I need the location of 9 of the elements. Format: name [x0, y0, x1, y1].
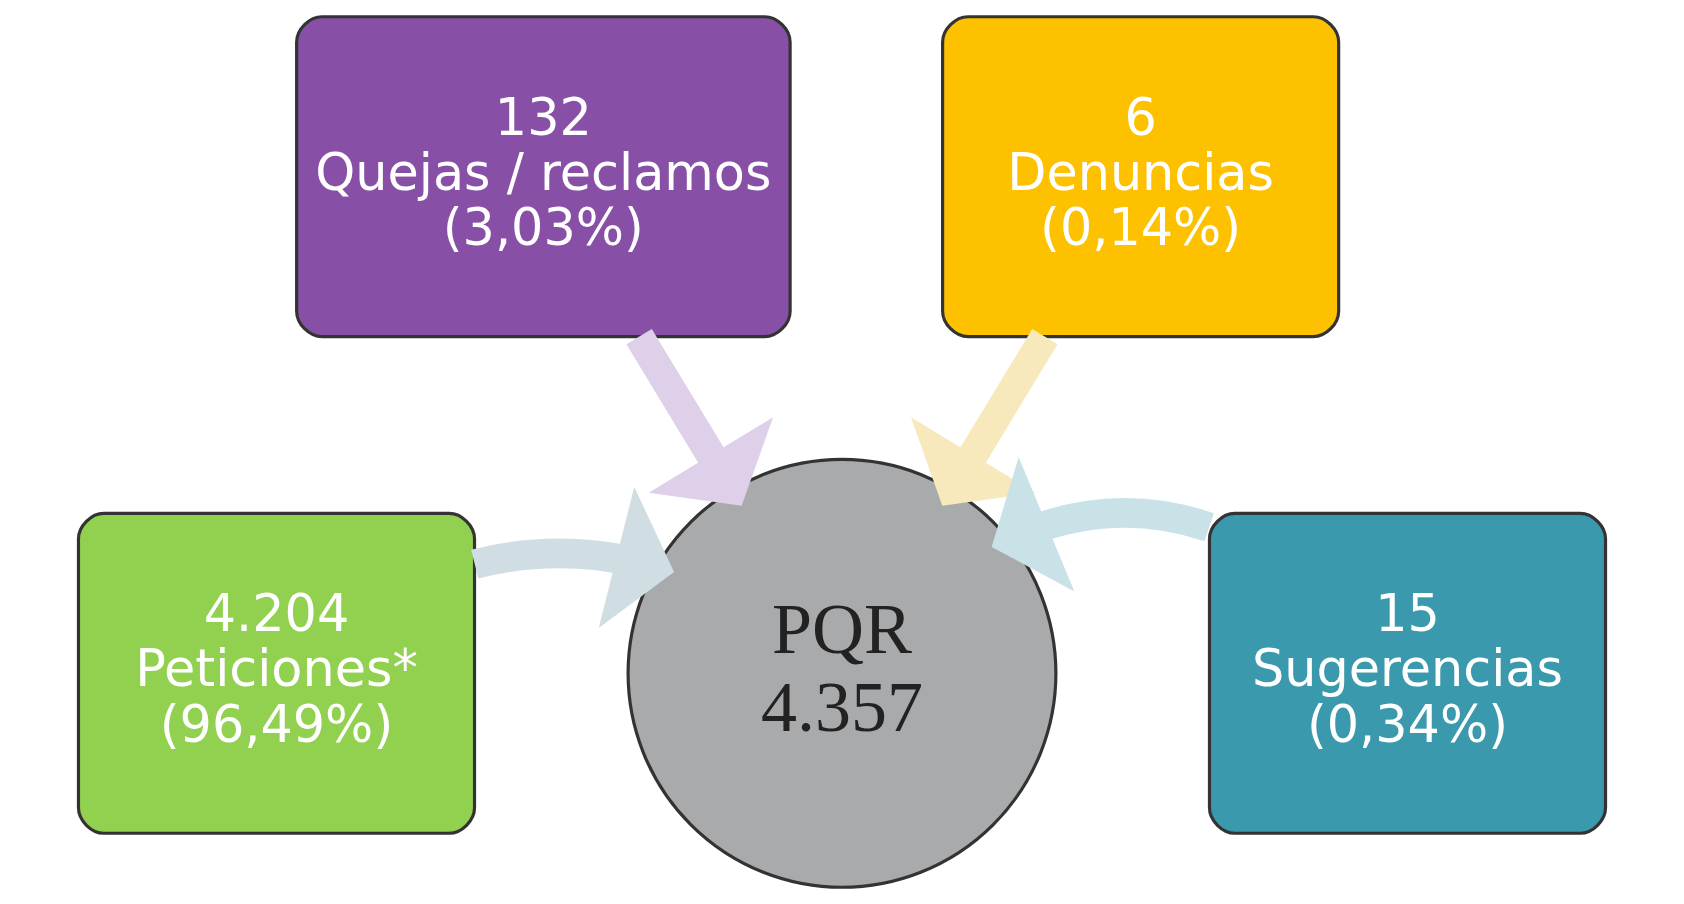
arrow — [991, 457, 1214, 592]
arrow — [471, 486, 675, 628]
node-box: 4.204 Peticiones* (96,49%) — [76, 511, 477, 835]
node-box: 6 Denuncias (0,14%) — [941, 15, 1341, 339]
arrow — [626, 328, 774, 506]
node-box: 15 Sugerencias (0,34%) — [1207, 511, 1608, 835]
node-circle: PQR 4.357 — [626, 457, 1058, 889]
node-box: 132 Quejas / reclamos (3,03%) — [295, 15, 792, 339]
arrow — [910, 328, 1058, 506]
